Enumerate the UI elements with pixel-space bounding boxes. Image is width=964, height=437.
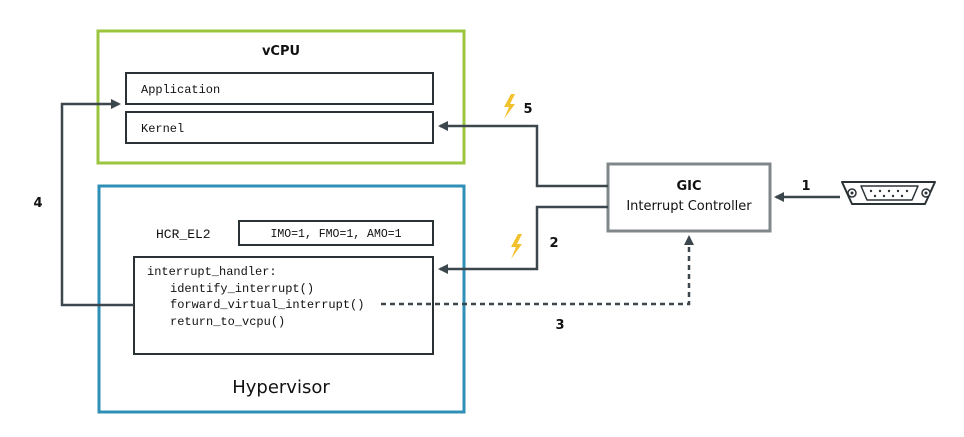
application-label: Application: [141, 83, 220, 97]
arrow-step-4: [60, 99, 134, 307]
step-1-label: 1: [801, 179, 810, 194]
gic-subtitle: Interrupt Controller: [626, 199, 752, 214]
step-4-label: 4: [33, 196, 42, 211]
lightning-icon-5: [504, 94, 515, 119]
step-3-label: 3: [555, 318, 564, 333]
handler-line-4: return_to_vcpu(): [170, 315, 285, 329]
vcpu-title: vCPU: [262, 44, 300, 59]
kernel-label: Kernel: [141, 122, 184, 136]
gic-box: [606, 162, 772, 233]
arrow-step-3: [381, 235, 694, 306]
handler-line-1: interrupt_handler:: [147, 265, 277, 279]
serial-connector-icon: [841, 181, 936, 205]
lightning-icon-2: [511, 234, 522, 259]
gic-title: GIC: [676, 179, 701, 194]
handler-line-3: forward_virtual_interrupt(): [170, 298, 364, 312]
step-5-label: 5: [523, 102, 532, 117]
hcr-el2-label: HCR_EL2: [156, 227, 211, 242]
step-2-label: 2: [549, 236, 558, 251]
handler-line-2: identify_interrupt(): [170, 282, 314, 296]
handler-box: [133, 256, 434, 355]
arrow-step-5: [438, 121, 608, 188]
kernel-box: [125, 111, 434, 144]
hcr-el2-value-box: [238, 220, 434, 246]
hcr-el2-value: IMO=1, FMO=1, AMO=1: [270, 228, 401, 241]
hypervisor-title: Hypervisor: [232, 377, 330, 398]
application-box: [125, 72, 434, 105]
arrow-step-2: [438, 205, 608, 274]
